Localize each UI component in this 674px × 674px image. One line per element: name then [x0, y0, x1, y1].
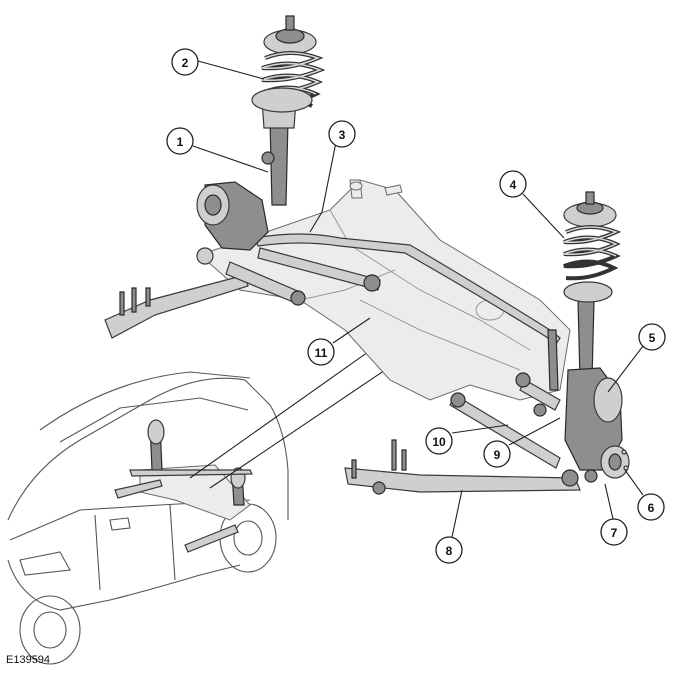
callout-7: 7: [600, 518, 628, 546]
left-lower-arms: [104, 247, 381, 339]
callout-10-label: 10: [432, 435, 446, 449]
callout-6: 6: [637, 493, 665, 521]
callout-6-label: 6: [648, 501, 655, 515]
callout-9: 9: [483, 440, 511, 468]
callout-10: 10: [425, 427, 453, 455]
callout-4-label: 4: [510, 178, 517, 192]
callout-11: 11: [307, 338, 335, 366]
callout-3-label: 3: [339, 128, 346, 142]
figure-id: E139594: [6, 654, 51, 666]
callout-3: 3: [328, 120, 356, 148]
callout-7-label: 7: [611, 526, 618, 540]
right-spring-damper: [563, 191, 622, 381]
callout-8-label: 8: [446, 544, 453, 558]
callout-1-label: 1: [177, 135, 184, 149]
callout-4: 4: [499, 170, 527, 198]
right-arms: [344, 372, 581, 495]
callout-5: 5: [638, 323, 666, 351]
leader-lines: [192, 60, 644, 538]
vehicle-outline: [7, 371, 289, 665]
pointer-lines: [189, 339, 401, 489]
callout-11-label: 11: [315, 346, 328, 360]
left-knuckle: [196, 181, 269, 265]
stabilizer-bar: [254, 233, 561, 391]
callout-2-label: 2: [182, 56, 189, 70]
callout-9-label: 9: [494, 448, 501, 462]
callout-2: 2: [171, 48, 199, 76]
right-knuckle: [564, 367, 630, 483]
callout-1: 1: [166, 127, 194, 155]
callout-5-label: 5: [649, 331, 656, 345]
callout-8: 8: [435, 536, 463, 564]
left-spring-damper: [251, 15, 326, 206]
